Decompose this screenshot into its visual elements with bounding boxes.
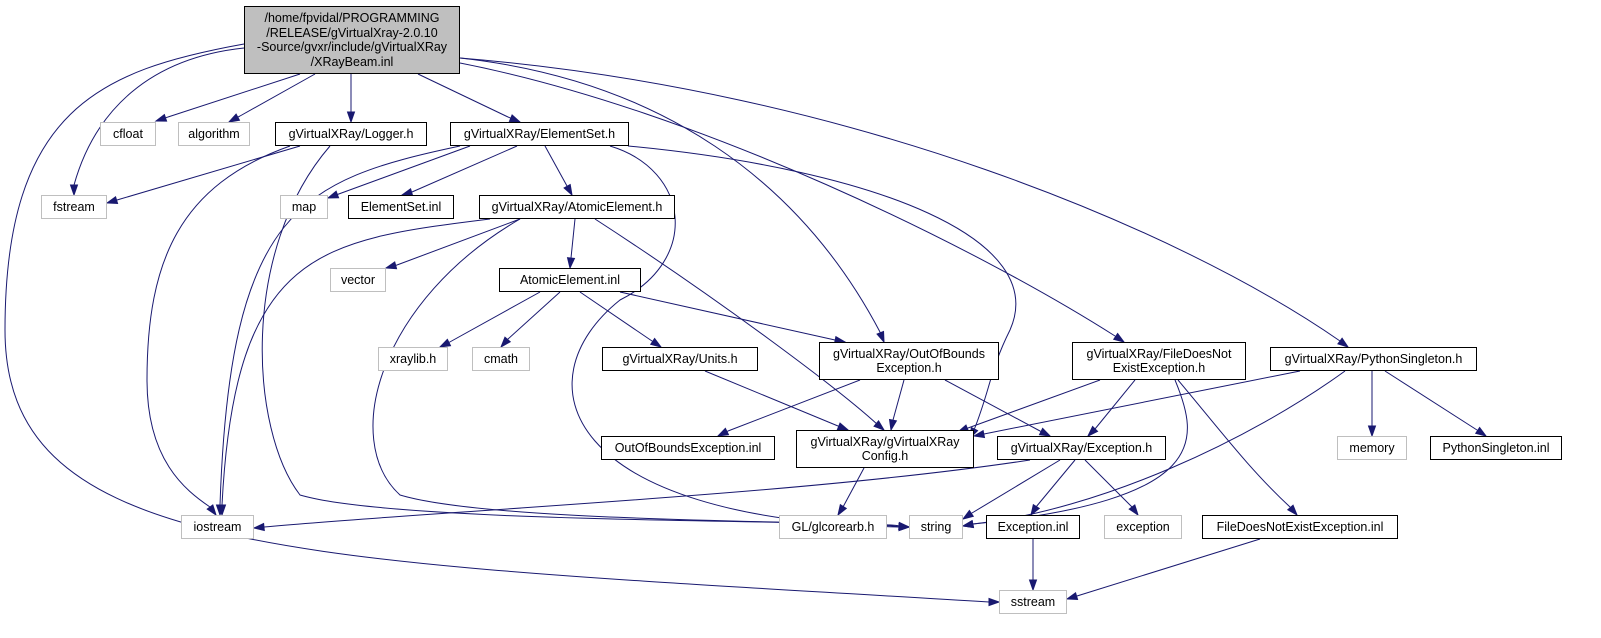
node-exception: exception (1104, 515, 1182, 539)
edge-inl-outofbounds (619, 291, 847, 345)
node-string: string (909, 515, 963, 539)
edge-fdneinl-sstream (1065, 538, 1261, 601)
edge-units-config (704, 370, 850, 431)
node-logger-h[interactable]: gVirtualXRay/Logger.h (275, 122, 427, 146)
node-filedoesnotexist-inl[interactable]: FileDoesNotExistException.inl (1202, 515, 1398, 539)
edge-es-atomic (544, 145, 573, 197)
node-xraylib-h: xraylib.h (378, 347, 448, 371)
edge-python-pythoninl (1384, 370, 1488, 437)
edge-logger-iostream (146, 145, 291, 517)
node-cfloat: cfloat (100, 122, 156, 146)
edge-root-logger (346, 74, 356, 124)
edge-exception-string (961, 459, 1061, 520)
edge-root-filedoesnot (459, 62, 1126, 343)
edge-python-config (972, 370, 1301, 439)
node-algorithm: algorithm (178, 122, 250, 146)
edge-atomic-inl (566, 218, 576, 270)
edge-atomic-iostream (217, 218, 491, 517)
node-map: map (280, 195, 328, 219)
edge-root-outofbounds (459, 57, 885, 344)
node-atomicelement-inl[interactable]: AtomicElement.inl (499, 268, 641, 292)
edge-fdne-exception (1086, 379, 1136, 438)
node-pythonsingleton-h[interactable]: gVirtualXRay/PythonSingleton.h (1270, 347, 1477, 371)
node-pythonsingleton-inl[interactable]: PythonSingleton.inl (1430, 436, 1562, 460)
node-outofbounds-h[interactable]: gVirtualXRay/OutOfBounds Exception.h (819, 342, 999, 380)
node-filedoesnotexist-h[interactable]: gVirtualXRay/FileDoesNot ExistException.… (1072, 342, 1246, 380)
edge-es-elementsetinl (400, 145, 518, 197)
edge-logger-fstream (105, 145, 301, 205)
edge-config-glcorearb (837, 467, 865, 517)
node-outofbounds-inl[interactable]: OutOfBoundsException.inl (601, 436, 775, 460)
node-atomicelement-h[interactable]: gVirtualXRay/AtomicElement.h (479, 195, 675, 219)
edge-fdne-config (956, 379, 1101, 433)
edge-oob-exception (944, 379, 1052, 437)
edge-inl-units (579, 291, 663, 348)
edge-es-map (326, 145, 471, 199)
edge-root-sstream (4, 43, 1001, 607)
node-exception-h[interactable]: gVirtualXRay/Exception.h (997, 436, 1166, 460)
node-fstream: fstream (41, 195, 107, 219)
edge-root-cfloat (154, 73, 301, 122)
edge-exception-exinl (1030, 459, 1076, 517)
node-sstream: sstream (999, 590, 1067, 614)
edge-exception-exception (1084, 459, 1139, 517)
edge-oob-config (888, 379, 905, 432)
edge-python-memory (1367, 371, 1377, 438)
node-elementset-inl[interactable]: ElementSet.inl (348, 195, 454, 219)
node-glcorearb-h: GL/glcorearb.h (779, 515, 887, 539)
node-memory: memory (1337, 436, 1407, 460)
edge-root-algorithm (227, 73, 316, 123)
edge-atomic-vector (384, 218, 521, 270)
node-vector: vector (330, 268, 386, 292)
edge-root-elementset (417, 73, 522, 123)
edge-exception-iostream (252, 459, 1031, 532)
edge-atomic-config (594, 218, 886, 431)
node-cmath: cmath (472, 347, 530, 371)
node-iostream: iostream (181, 515, 254, 539)
node-units-h[interactable]: gVirtualXRay/Units.h (602, 347, 758, 371)
node-elementset-h[interactable]: gVirtualXRay/ElementSet.h (450, 122, 629, 146)
edge-inl-xraylib (438, 291, 541, 348)
edge-inl-cmath (500, 291, 561, 349)
node-config-h[interactable]: gVirtualXRay/gVirtualXRay Config.h (796, 430, 974, 468)
edge-exinl-sstream (1028, 539, 1038, 592)
node-root[interactable]: /home/fpvidal/PROGRAMMING /RELEASE/gVirt… (244, 6, 460, 74)
edge-oob-oobinl (716, 379, 861, 437)
edge-root-python (459, 57, 1350, 348)
edge-root-fstream (69, 47, 245, 197)
node-exception-inl[interactable]: Exception.inl (986, 515, 1080, 539)
edge-fdne-fdneinl (1177, 379, 1298, 517)
